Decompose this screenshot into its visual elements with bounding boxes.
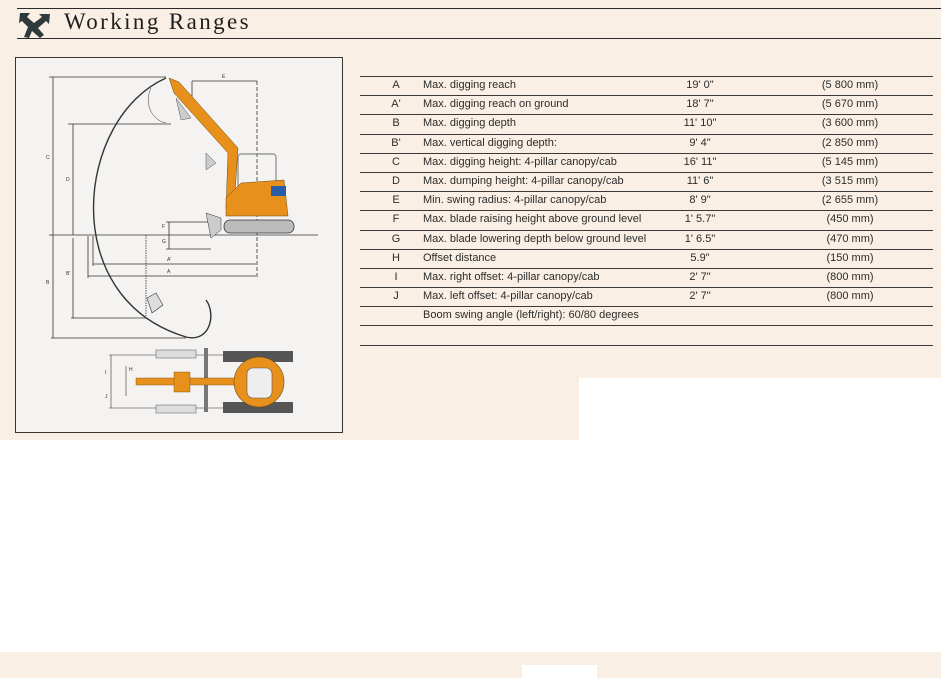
spec-metric: (3 600 mm) (821, 117, 879, 130)
spec-key: B (392, 117, 400, 130)
excavator-arrows-icon (19, 13, 50, 38)
spec-description: Min. swing radius: 4-pillar canopy/cab (423, 194, 607, 207)
spec-description: Max. left offset: 4-pillar canopy/cab (423, 290, 593, 303)
table-row: A Max. digging reach 19' 0" (5 800 mm) (360, 76, 933, 95)
spec-key: G (391, 232, 401, 245)
spec-imperial: 11' 6" (686, 174, 714, 187)
spec-imperial: 2' 7" (689, 270, 711, 283)
spec-key: C (392, 155, 400, 168)
diagram-drawing: C D B B' A' A E F G H I J (46, 74, 318, 414)
label-c: C (46, 155, 50, 161)
spec-imperial: 8' 9" (689, 194, 711, 207)
spec-metric: (5 670 mm) (821, 98, 879, 111)
spec-description: Max. digging depth (423, 117, 516, 130)
footer-band (0, 652, 941, 678)
spec-imperial: 1' 5.7" (684, 213, 716, 226)
label-g: G (162, 239, 166, 245)
spec-key: J (393, 290, 399, 303)
spec-key: E (392, 194, 400, 207)
spec-key: B' (391, 136, 401, 149)
label-j: J (105, 394, 108, 400)
table-row: Boom swing angle (left/right): 60/80 deg… (360, 306, 933, 325)
spec-key: I (394, 270, 398, 283)
table-row: F Max. blade raising height above ground … (360, 210, 933, 229)
spec-description: Max. right offset: 4-pillar canopy/cab (423, 270, 600, 283)
spec-imperial: 1' 6.5" (684, 232, 716, 245)
working-range-diagram: C D B B' A' A E F G H I J (15, 57, 343, 433)
spec-metric: (5 145 mm) (821, 155, 879, 168)
excavator-side-view (146, 77, 295, 314)
header-top-rule (17, 8, 941, 9)
table-row: B Max. digging depth 11' 10" (3 600 mm) (360, 114, 933, 133)
spec-key: A (392, 79, 400, 91)
label-b: B (46, 280, 50, 286)
spec-metric: (800 mm) (826, 270, 874, 283)
label-b-prime: B' (66, 271, 70, 277)
table-row: J Max. left offset: 4-pillar canopy/cab 2'… (360, 287, 933, 306)
page-title: Working Ranges (64, 9, 251, 34)
table-row: B' Max. vertical digging depth: 9' 4" (2 85… (360, 133, 933, 153)
table-row (360, 325, 933, 346)
spec-metric: (2 655 mm) (821, 194, 879, 207)
spec-key: H (392, 251, 400, 264)
spec-description: Max. blade lowering depth below ground l… (423, 232, 647, 245)
table-row: H Offset distance 5.9" (150 mm) (360, 248, 933, 268)
spec-description: Boom swing angle (left/right): 60/80 deg… (423, 309, 639, 322)
label-d: D (66, 177, 70, 183)
spec-imperial: 11' 10" (683, 117, 717, 130)
working-ranges-table: A Max. digging reach 19' 0" (5 800 mm) A' Max… (360, 76, 933, 346)
spec-metric: (150 mm) (826, 251, 874, 264)
spec-metric: (450 mm) (826, 213, 874, 226)
spec-metric: (470 mm) (826, 232, 874, 245)
spec-imperial: 2' 7" (689, 290, 711, 303)
spec-description: Max. dumping height: 4-pillar canopy/cab (423, 174, 624, 187)
spec-key: D (392, 174, 400, 187)
excavator-top-view (109, 348, 293, 414)
spec-description: Max. blade raising height above ground l… (423, 213, 642, 226)
spec-description: Max. digging reach (423, 79, 516, 91)
label-a: A (167, 269, 171, 275)
spec-metric: (800 mm) (826, 290, 874, 303)
table-row: D Max. dumping height: 4-pillar canopy/ca… (360, 171, 933, 191)
footer-tab (522, 665, 597, 678)
spec-imperial: 9' 4" (689, 136, 711, 149)
table-row: E Min. swing radius: 4-pillar canopy/cab 8… (360, 191, 933, 210)
label-e: E (222, 74, 226, 80)
spec-key: A' (391, 98, 401, 111)
spec-imperial: 16' 11" (683, 155, 717, 168)
spec-metric: (5 800 mm) (821, 79, 879, 91)
spec-description: Offset distance (423, 251, 497, 264)
spec-imperial: 19' 0" (686, 79, 714, 91)
table-row: C Max. digging height: 4-pillar canopy/ca… (360, 152, 933, 172)
spec-description: Max. digging height: 4-pillar canopy/cab (423, 155, 617, 168)
label-i: I (105, 370, 106, 376)
spec-description: Max. digging reach on ground (423, 98, 569, 111)
label-h: H (129, 367, 133, 373)
label-f: F (162, 224, 165, 230)
spec-metric: (3 515 mm) (821, 174, 879, 187)
table-row: A' Max. digging reach on ground 18' 7" (5 6… (360, 95, 933, 114)
spec-description: Max. vertical digging depth: (423, 136, 557, 149)
spec-imperial: 5.9" (690, 251, 710, 264)
table-row: I Max. right offset: 4-pillar canopy/cab 2… (360, 267, 933, 287)
table-row: G Max. blade lowering depth below ground … (360, 229, 933, 249)
header-bottom-rule (17, 38, 941, 39)
label-a-prime: A' (167, 257, 171, 263)
spec-metric: (2 850 mm) (821, 136, 879, 149)
spec-imperial: 18' 7" (686, 98, 714, 111)
spec-key: F (392, 213, 400, 226)
digging-envelope-arc (92, 77, 212, 339)
